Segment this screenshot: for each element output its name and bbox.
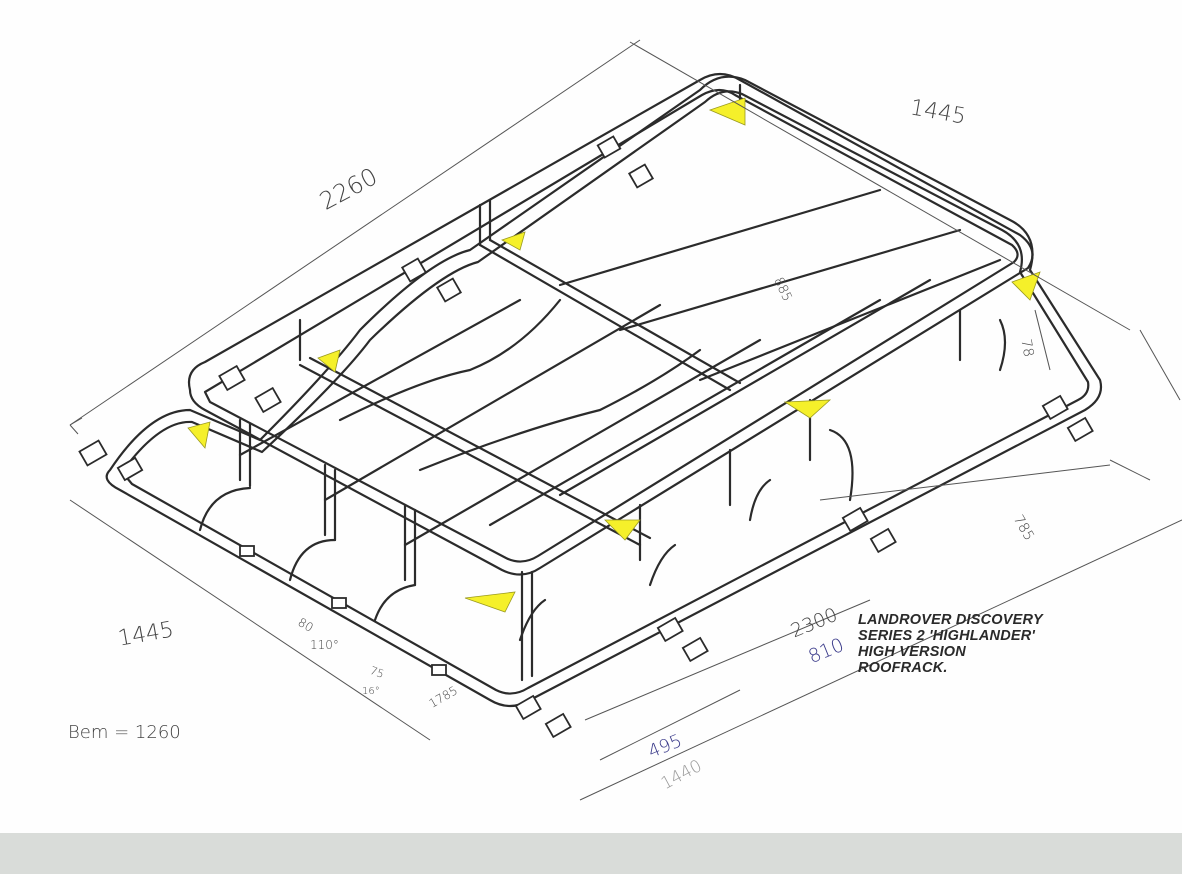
mounting-feet — [78, 135, 1094, 739]
drawing-title: LANDROVER DISCOVERY SERIES 2 'HIGHLANDER… — [858, 612, 1043, 676]
upper-rail-inner — [203, 88, 1019, 563]
bem-note: Bem = 1260 — [68, 722, 181, 743]
base-hoops — [198, 318, 1007, 642]
title-line-3: HIGH VERSION — [858, 644, 966, 660]
upper-rail-outer — [187, 72, 1034, 576]
title-line-1: LANDROVER DISCOVERY — [858, 612, 1043, 628]
dimension-lines — [69, 39, 1182, 801]
dim-angle-16: 16° — [362, 686, 380, 697]
dim-angle-110: 110° — [310, 638, 339, 652]
title-line-2: SERIES 2 'HIGHLANDER' — [858, 628, 1036, 644]
dim-rail-height: 78 — [1017, 337, 1037, 359]
scanner-bottom-margin — [0, 833, 1182, 874]
title-line-4: ROOFRACK. — [858, 660, 948, 676]
drawing-sheet — [69, 39, 1182, 801]
crossbars — [238, 188, 1002, 547]
base-frame-outer — [105, 75, 1103, 708]
gussets — [187, 97, 1041, 613]
roofrack-sketch — [69, 39, 1182, 801]
